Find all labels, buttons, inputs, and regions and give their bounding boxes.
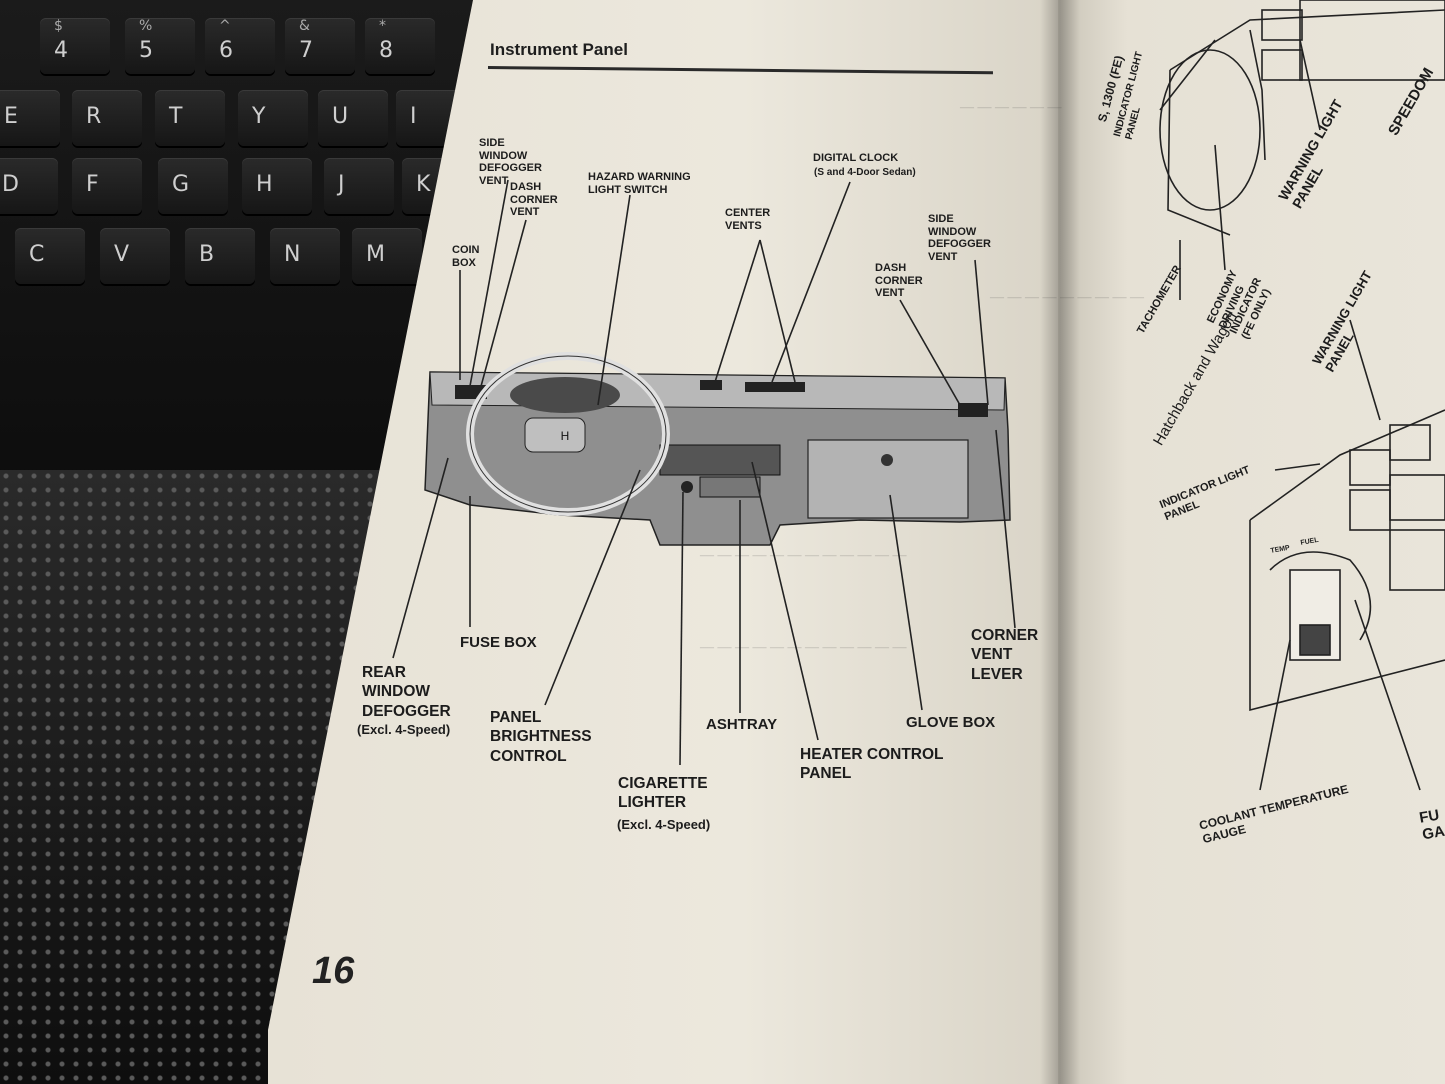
key-label: U [332, 104, 349, 129]
svg-text:H: H [561, 429, 570, 443]
key-n: N [270, 228, 340, 284]
key-label: T [169, 104, 183, 129]
key-r: R [72, 90, 142, 146]
page-number: 16 [312, 950, 355, 992]
label-hazard-warning-light-switch: HAZARD WARNING LIGHT SWITCH [588, 171, 691, 196]
label-center-vents: CENTER VENTS [725, 207, 771, 232]
label-glove-box: GLOVE BOX [906, 714, 996, 731]
label-coin-box: COIN BOX [452, 244, 480, 269]
key-g: G [158, 158, 228, 214]
key-label: 8 [379, 38, 393, 63]
key-label: 4 [54, 38, 68, 63]
key-label: H [256, 172, 273, 197]
key-label: M [366, 242, 385, 267]
key-shift-symbol: * [379, 18, 386, 34]
key-y: Y [238, 90, 308, 146]
key-label: V [114, 242, 130, 267]
label-digital-clock: DIGITAL CLOCK [813, 152, 899, 164]
label-fuse-box: FUSE BOX [460, 634, 537, 651]
label-dash-corner-vent-left: DASH CORNER VENT [510, 181, 558, 219]
label-digital-clock-sub: (S and 4-Door Sedan) [814, 167, 916, 178]
label-rear-window-defogger-sub: (Excl. 4-Speed) [357, 722, 451, 737]
label-corner-vent-lever: CORNER VENT LEVER [971, 627, 1039, 683]
key-label: D [2, 172, 19, 197]
key-d: D [0, 158, 58, 214]
label-rear-window-defogger: REAR WINDOW DEFOGGER [362, 664, 451, 720]
leader-lines [392, 179, 1016, 766]
key-shift-symbol: ^ [219, 18, 231, 34]
key-label: 7 [299, 38, 313, 63]
key-label: I [410, 104, 417, 129]
key-c: C [15, 228, 85, 284]
key-label: E [4, 104, 18, 129]
key-e: E [0, 90, 60, 146]
label-cigarette-lighter-sub: (Excl. 4-Speed) [617, 817, 711, 832]
key-u: U [318, 90, 388, 146]
key-label: 6 [219, 38, 233, 63]
key-label: K [416, 172, 431, 197]
key-b: B [185, 228, 255, 284]
steering-wheel: H [466, 352, 670, 516]
key-j: J [324, 158, 394, 214]
key-shift-symbol: $ [54, 18, 63, 34]
label-ashtray: ASHTRAY [706, 716, 778, 733]
key-f: F [72, 158, 142, 214]
key-label: G [172, 172, 190, 197]
key-label: B [199, 242, 215, 267]
right-page [1058, 0, 1445, 1084]
ashtray-shape [699, 476, 761, 498]
label-dash-corner-vent-right: DASH CORNER VENT [875, 262, 923, 300]
label-panel-brightness-control: PANEL BRIGHTNESS CONTROL [490, 709, 592, 765]
key-label: Y [252, 104, 266, 129]
key-7: &7 [285, 18, 355, 74]
label-side-window-defogger-vent-left: SIDE WINDOW DEFOGGER VENT [479, 137, 542, 187]
key-label: C [29, 242, 45, 267]
key-5: %5 [125, 18, 195, 74]
key-label: 5 [139, 38, 153, 63]
label-fuel-gauge: FU GA [1418, 806, 1445, 844]
key-m: M [352, 228, 422, 284]
key-4: $4 [40, 18, 110, 74]
page-title: Instrument Panel [490, 40, 628, 59]
key-label: R [86, 104, 102, 129]
dashboard-body [424, 371, 1011, 546]
key-label: F [86, 172, 99, 197]
key-shift-symbol: & [299, 18, 310, 34]
key-v: V [100, 228, 170, 284]
key-h: H [242, 158, 312, 214]
key-8: *8 [365, 18, 435, 74]
key-t: T [155, 90, 225, 146]
key-shift-symbol: % [139, 18, 153, 34]
book-gutter [1040, 0, 1080, 1084]
label-side-window-defogger-vent-right: SIDE WINDOW DEFOGGER VENT [928, 213, 991, 263]
glove-box-shape [807, 439, 969, 519]
key-label: N [284, 242, 301, 267]
label-cigarette-lighter: CIGARETTE LIGHTER [618, 775, 708, 812]
key-label: J [338, 172, 345, 197]
label-heater-control-panel: HEATER CONTROL PANEL [800, 746, 944, 783]
key-6: ^6 [205, 18, 275, 74]
